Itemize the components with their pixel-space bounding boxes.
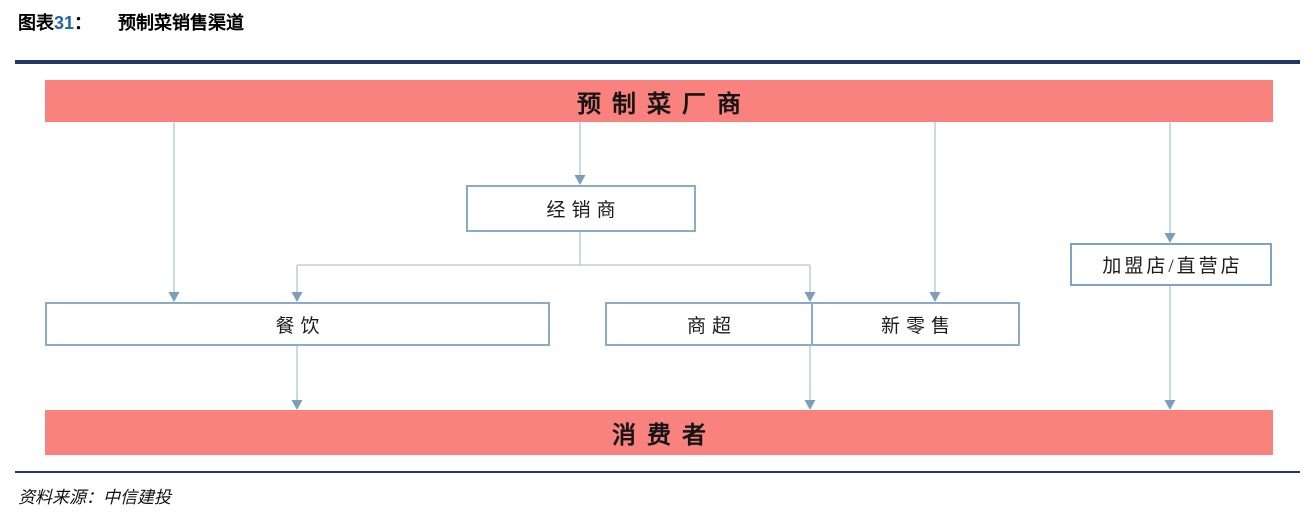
arrowhead	[291, 400, 303, 410]
node-supermarket: 商超	[605, 302, 813, 346]
node-distributor-label: 经销商	[546, 200, 622, 221]
node-catering: 餐饮	[45, 302, 550, 346]
node-manufacturer: 预制菜厂商	[45, 80, 1273, 122]
arrowhead	[574, 175, 586, 185]
footer-divider	[15, 471, 1300, 473]
node-new-retail-label: 新零售	[880, 315, 956, 337]
arrowhead	[804, 400, 816, 410]
node-consumer-label: 消费者	[612, 423, 717, 449]
node-supermarket-label: 商超	[686, 315, 737, 337]
figure-colon: ：	[74, 13, 93, 33]
node-new-retail: 新零售	[811, 302, 1020, 346]
node-catering-label: 餐饮	[275, 315, 326, 337]
arrowhead	[168, 292, 180, 302]
arrowhead	[1164, 233, 1176, 243]
header-divider	[15, 60, 1300, 64]
node-distributor: 经销商	[466, 185, 696, 232]
node-manufacturer-label: 预制菜厂商	[577, 91, 752, 118]
figure-number: 31	[54, 13, 75, 33]
node-consumer: 消费者	[45, 410, 1273, 455]
arrowhead	[1164, 400, 1176, 410]
figure-caption: 图表31： 预制菜销售渠道	[18, 9, 244, 35]
source-note: 资料来源：中信建投	[18, 488, 171, 507]
node-franchise-label: 加盟店/直营店	[1102, 256, 1243, 277]
arrowhead	[929, 292, 941, 302]
figure-label: 图表	[18, 13, 54, 33]
node-franchise: 加盟店/直营店	[1070, 243, 1272, 286]
arrowhead	[804, 292, 816, 302]
arrowhead	[291, 292, 303, 302]
figure-title: 预制菜销售渠道	[118, 13, 245, 33]
